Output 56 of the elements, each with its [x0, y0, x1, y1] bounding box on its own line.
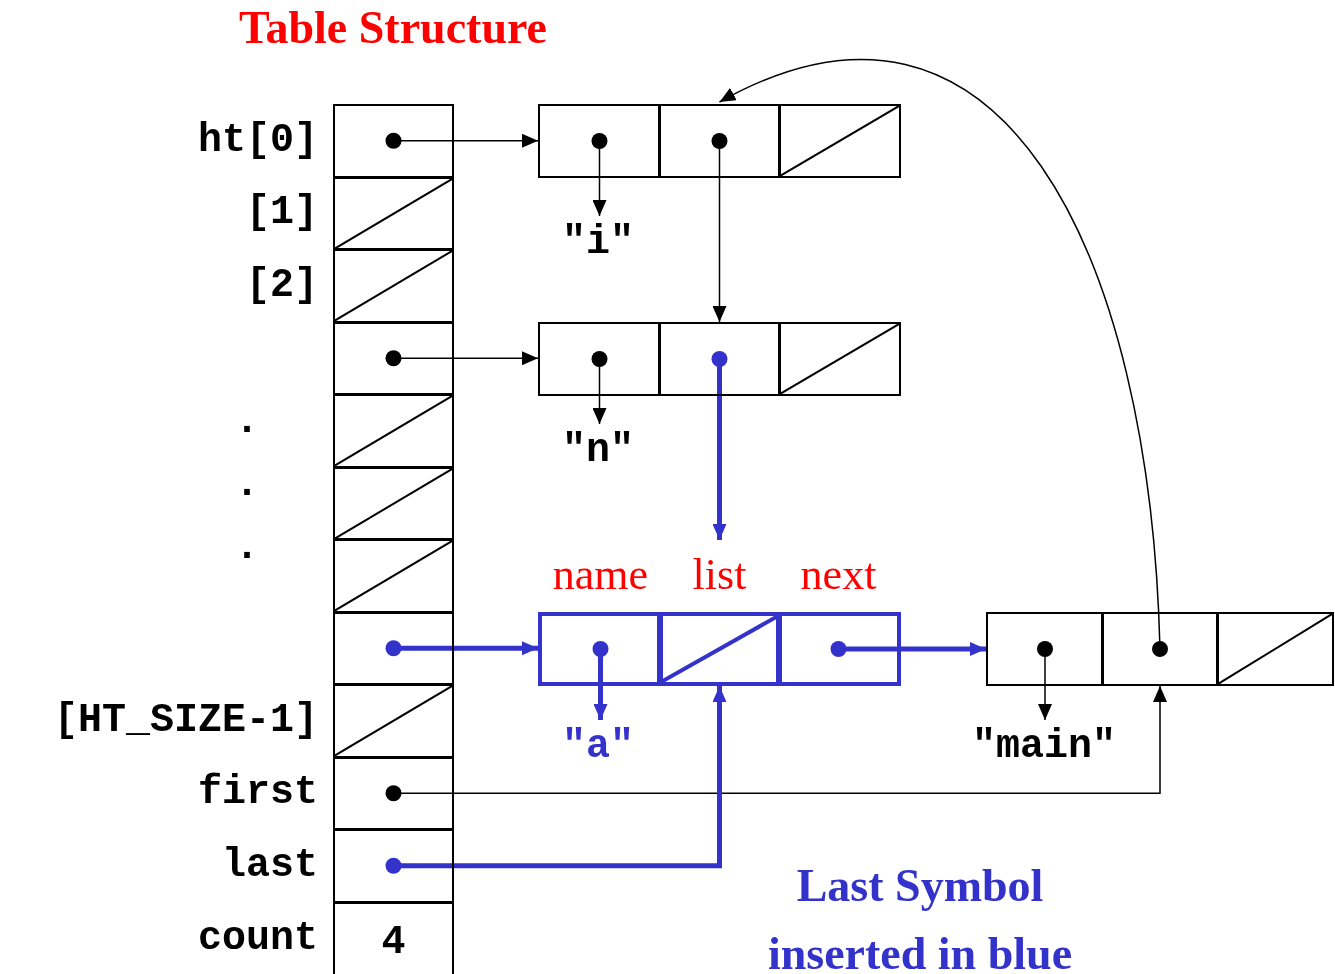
- field-cell: [538, 322, 661, 396]
- field-cell: [538, 104, 661, 178]
- string-value: "n": [538, 426, 658, 476]
- pointer-arrow: [385, 686, 727, 874]
- pointer-arrow: [385, 350, 539, 367]
- field-cell: [538, 612, 663, 686]
- field-label: list: [691, 550, 748, 600]
- null-pointer-cell: [1216, 612, 1334, 686]
- ellipsis-dot: .: [234, 461, 260, 509]
- row-label: [2]: [245, 261, 318, 310]
- field-cell: [986, 612, 1104, 686]
- ellipsis-dot: .: [234, 524, 260, 572]
- pointer-arrow: [385, 640, 538, 657]
- null-pointer-cell: [778, 104, 901, 178]
- field-label: name: [551, 550, 650, 600]
- pointer-cell: [333, 321, 454, 395]
- ellipsis-dot: .: [234, 398, 260, 446]
- count-cell: 4: [333, 901, 454, 974]
- field-cell: [776, 612, 901, 686]
- row-label: ht[0]: [196, 116, 318, 165]
- null-pointer-cell: [333, 684, 454, 758]
- curved-arrow: [718, 59, 1168, 657]
- row-label: first: [196, 769, 318, 818]
- note: Last Symbol inserted in blue: [766, 859, 1074, 974]
- row-label: [HT_SIZE-1]: [52, 696, 318, 745]
- title: Table Structure: [238, 2, 548, 54]
- pointer-arrow: [385, 132, 539, 149]
- field-cell: [658, 322, 781, 396]
- null-pointer-cell: [333, 394, 454, 468]
- field-label: next: [799, 550, 878, 600]
- null-pointer-cell: [333, 249, 454, 323]
- pointer-cell: [333, 611, 454, 685]
- pointer-arrow: [711, 351, 728, 540]
- row-label: [1]: [245, 189, 318, 238]
- pointer-arrow: [385, 685, 1167, 802]
- pointer-cell: [333, 756, 454, 830]
- string-value: "i": [538, 218, 658, 268]
- null-pointer-cell: [657, 612, 782, 686]
- row-label: count: [196, 914, 318, 963]
- string-value: "a": [538, 722, 658, 772]
- pointer-cell: [333, 104, 454, 178]
- pointer-cell: [333, 829, 454, 903]
- null-pointer-cell: [333, 176, 454, 250]
- string-value: "main": [944, 722, 1144, 772]
- null-pointer-cell: [778, 322, 901, 396]
- pointer-arrow: [711, 133, 728, 323]
- pointer-arrow: [591, 351, 608, 425]
- pointer-arrow: [830, 641, 986, 657]
- field-cell: [658, 104, 781, 178]
- pointer-arrow: [1037, 641, 1053, 721]
- pointer-arrow: [591, 133, 608, 217]
- row-label: last: [221, 841, 318, 890]
- pointer-arrow: [592, 641, 609, 720]
- null-pointer-cell: [333, 466, 454, 540]
- field-cell: [1101, 612, 1219, 686]
- null-pointer-cell: [333, 539, 454, 613]
